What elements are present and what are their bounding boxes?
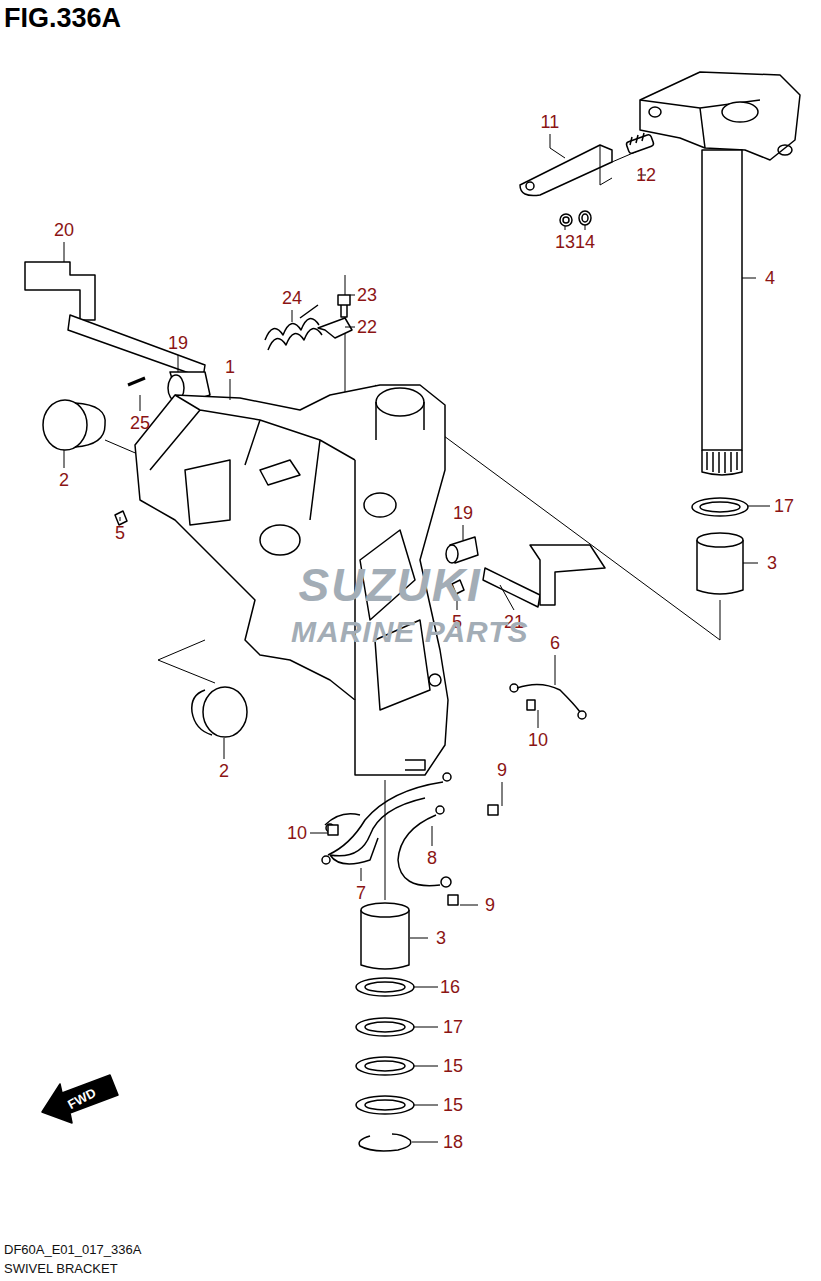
callout-number: 7 [356,884,366,902]
callout-number: 19 [168,334,188,352]
callout-number: 20 [54,221,74,239]
callout-number: 10 [528,731,548,749]
callout-number: 2 [219,762,229,780]
figure-code: DF60A_E01_017_336A [4,1243,141,1256]
callout-number: 14 [575,233,595,251]
callout-number: 9 [485,896,495,914]
callout-number: 6 [550,634,560,652]
callout-number: 12 [636,166,656,184]
callout-number: 25 [130,414,150,432]
callout-number: 2 [59,471,69,489]
callout-number: 8 [427,849,437,867]
callout-number: 18 [443,1133,463,1151]
figure-caption: SWIVEL BRACKET [4,1262,118,1275]
callout-number: 1 [225,358,235,376]
callout-number: 11 [541,113,560,131]
callout-number: 9 [497,761,507,779]
callout-number: 17 [443,1018,463,1036]
figure-title: FIG.336A [4,5,121,32]
callout-number: 24 [282,289,302,307]
callout-number: 13 [555,233,575,251]
callout-number: 19 [453,504,473,522]
watermark: SUZUKI [299,562,482,608]
watermark: MARINE PARTS [291,617,529,647]
callout-number: 22 [357,318,377,336]
callout-number: 3 [767,554,777,572]
callout-number: 10 [287,824,307,842]
steering-shaft [640,72,800,475]
callout-number: 3 [436,929,446,947]
callout-number: 23 [357,286,377,304]
callout-number: 16 [440,978,460,996]
callout-number: 15 [443,1096,463,1114]
callout-number: 4 [765,269,775,287]
callout-number: 5 [115,524,125,542]
callout-number: 15 [443,1057,463,1075]
callout-number: 17 [774,497,794,515]
